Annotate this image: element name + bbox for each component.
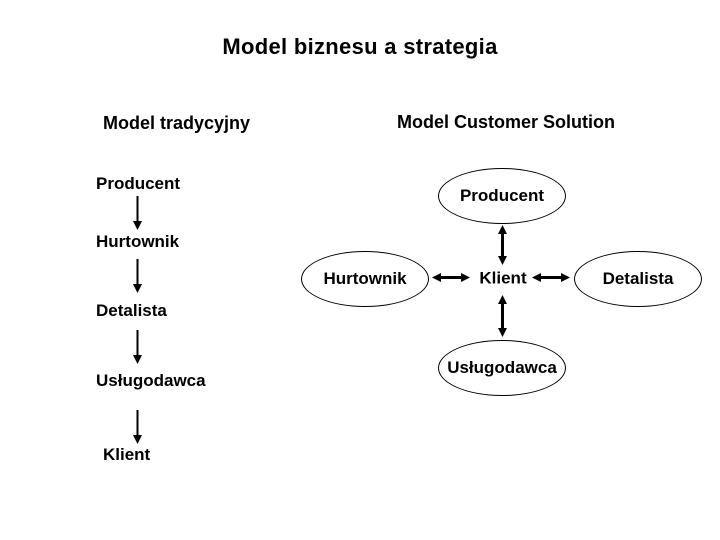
double-arrow-vertical-icon <box>496 225 509 265</box>
center-node-klient: Klient <box>479 268 527 288</box>
ellipse-node-detalista: Detalista <box>574 251 702 307</box>
down-arrow-icon <box>131 196 144 230</box>
down-arrow-icon <box>131 259 144 293</box>
ellipse-node-label: Producent <box>459 186 545 205</box>
ellipse-node-hurtownik: Hurtownik <box>301 251 429 307</box>
down-arrow-icon <box>131 410 144 444</box>
customer-solution-heading: Model Customer Solution <box>397 112 615 132</box>
chain-node-hurtownik: Hurtownik <box>96 232 180 251</box>
slide-title: Model biznesu a strategia <box>222 34 498 59</box>
double-arrow-vertical-icon <box>496 295 509 337</box>
chain-node-detalista: Detalista <box>96 301 167 320</box>
chain-node-klient: Klient <box>103 445 151 464</box>
ellipse-node-label: Detalista <box>602 269 674 288</box>
double-arrow-horizontal-icon <box>432 271 470 284</box>
traditional-model-heading: Model tradycyjny <box>103 113 251 133</box>
chain-node-uslugodawca: Usługodawca <box>96 371 206 390</box>
chain-node-producent: Producent <box>96 174 181 193</box>
ellipse-node-label: Usługodawca <box>447 358 557 377</box>
down-arrow-icon <box>131 330 144 364</box>
double-arrow-horizontal-icon <box>532 271 570 284</box>
ellipse-node-label: Hurtownik <box>323 269 407 288</box>
ellipse-node-uslugodawca: Usługodawca <box>438 340 566 396</box>
ellipse-node-producent: Producent <box>438 168 566 224</box>
